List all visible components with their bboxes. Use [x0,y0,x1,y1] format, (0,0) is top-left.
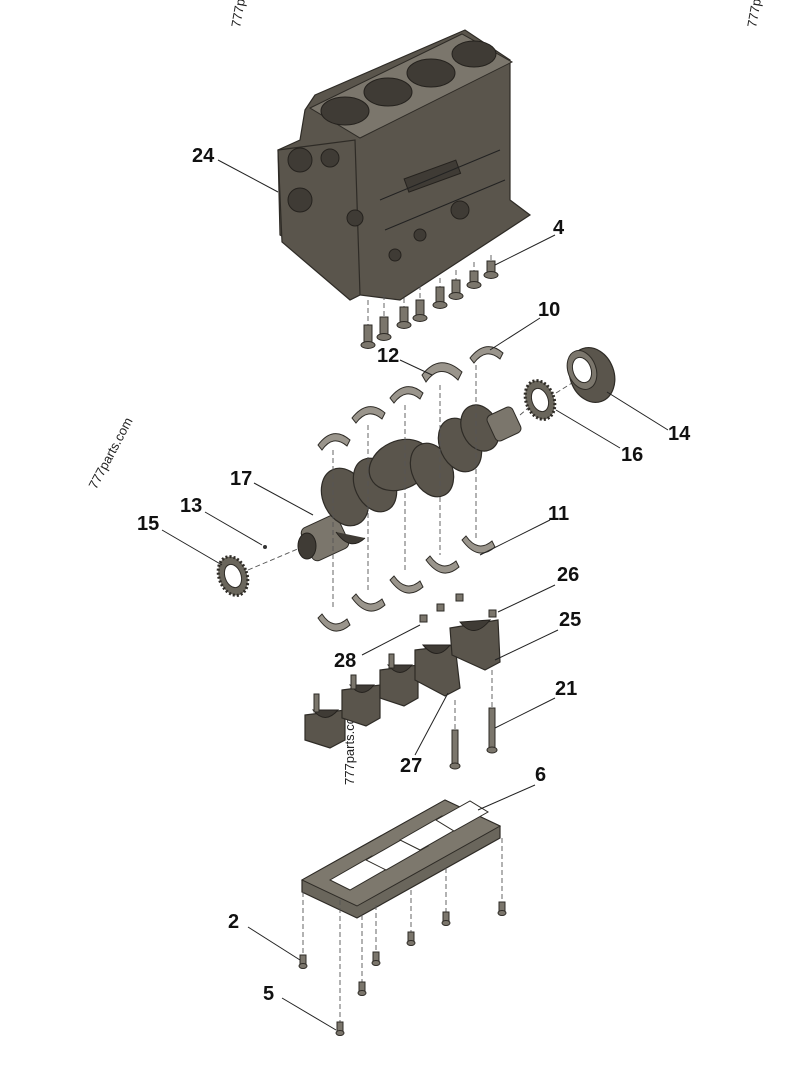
watermark-top-right: 777p [744,0,764,29]
rear-oil-seal [555,347,616,403]
callout-11: 11 [548,503,569,525]
upper-bearing-shells [317,346,504,451]
callout-10: 10 [538,299,560,321]
watermark-top-left: 777p [228,0,248,29]
main-bearing-caps [304,619,501,749]
callout-28: 28 [334,650,356,672]
callout-25: 25 [559,609,581,631]
watermark-center: 777parts.com [342,706,357,785]
callout-12: 12 [377,345,399,367]
assembly-guides [332,365,477,610]
pan-bolts [298,838,507,1036]
cap-dowels [419,593,497,623]
callout-24: 24 [192,145,215,167]
callout-16: 16 [621,444,643,466]
lower-bearing-shells [317,535,496,632]
thrust-ring [519,379,557,421]
callout-5: 5 [263,983,274,1005]
crankshaft [297,404,522,562]
callout-2: 2 [228,911,239,933]
callout-21: 21 [555,678,577,700]
watermark-side: 777parts.com [85,415,135,492]
callout-15: 15 [137,513,159,535]
callout-17: 17 [230,468,252,490]
callout-6: 6 [535,764,546,786]
callout-13: 13 [180,495,202,517]
callout-27: 27 [400,755,422,777]
stiffener-plate [300,799,502,919]
cap-bolts [449,670,498,770]
callout-26: 26 [557,564,579,586]
cylinder-block [277,29,532,301]
crankshaft-gear [216,545,301,597]
callout-14: 14 [668,423,691,445]
callout-4: 4 [553,217,565,239]
main-bearing-bolts [360,255,499,349]
leader-lines [161,159,669,1031]
